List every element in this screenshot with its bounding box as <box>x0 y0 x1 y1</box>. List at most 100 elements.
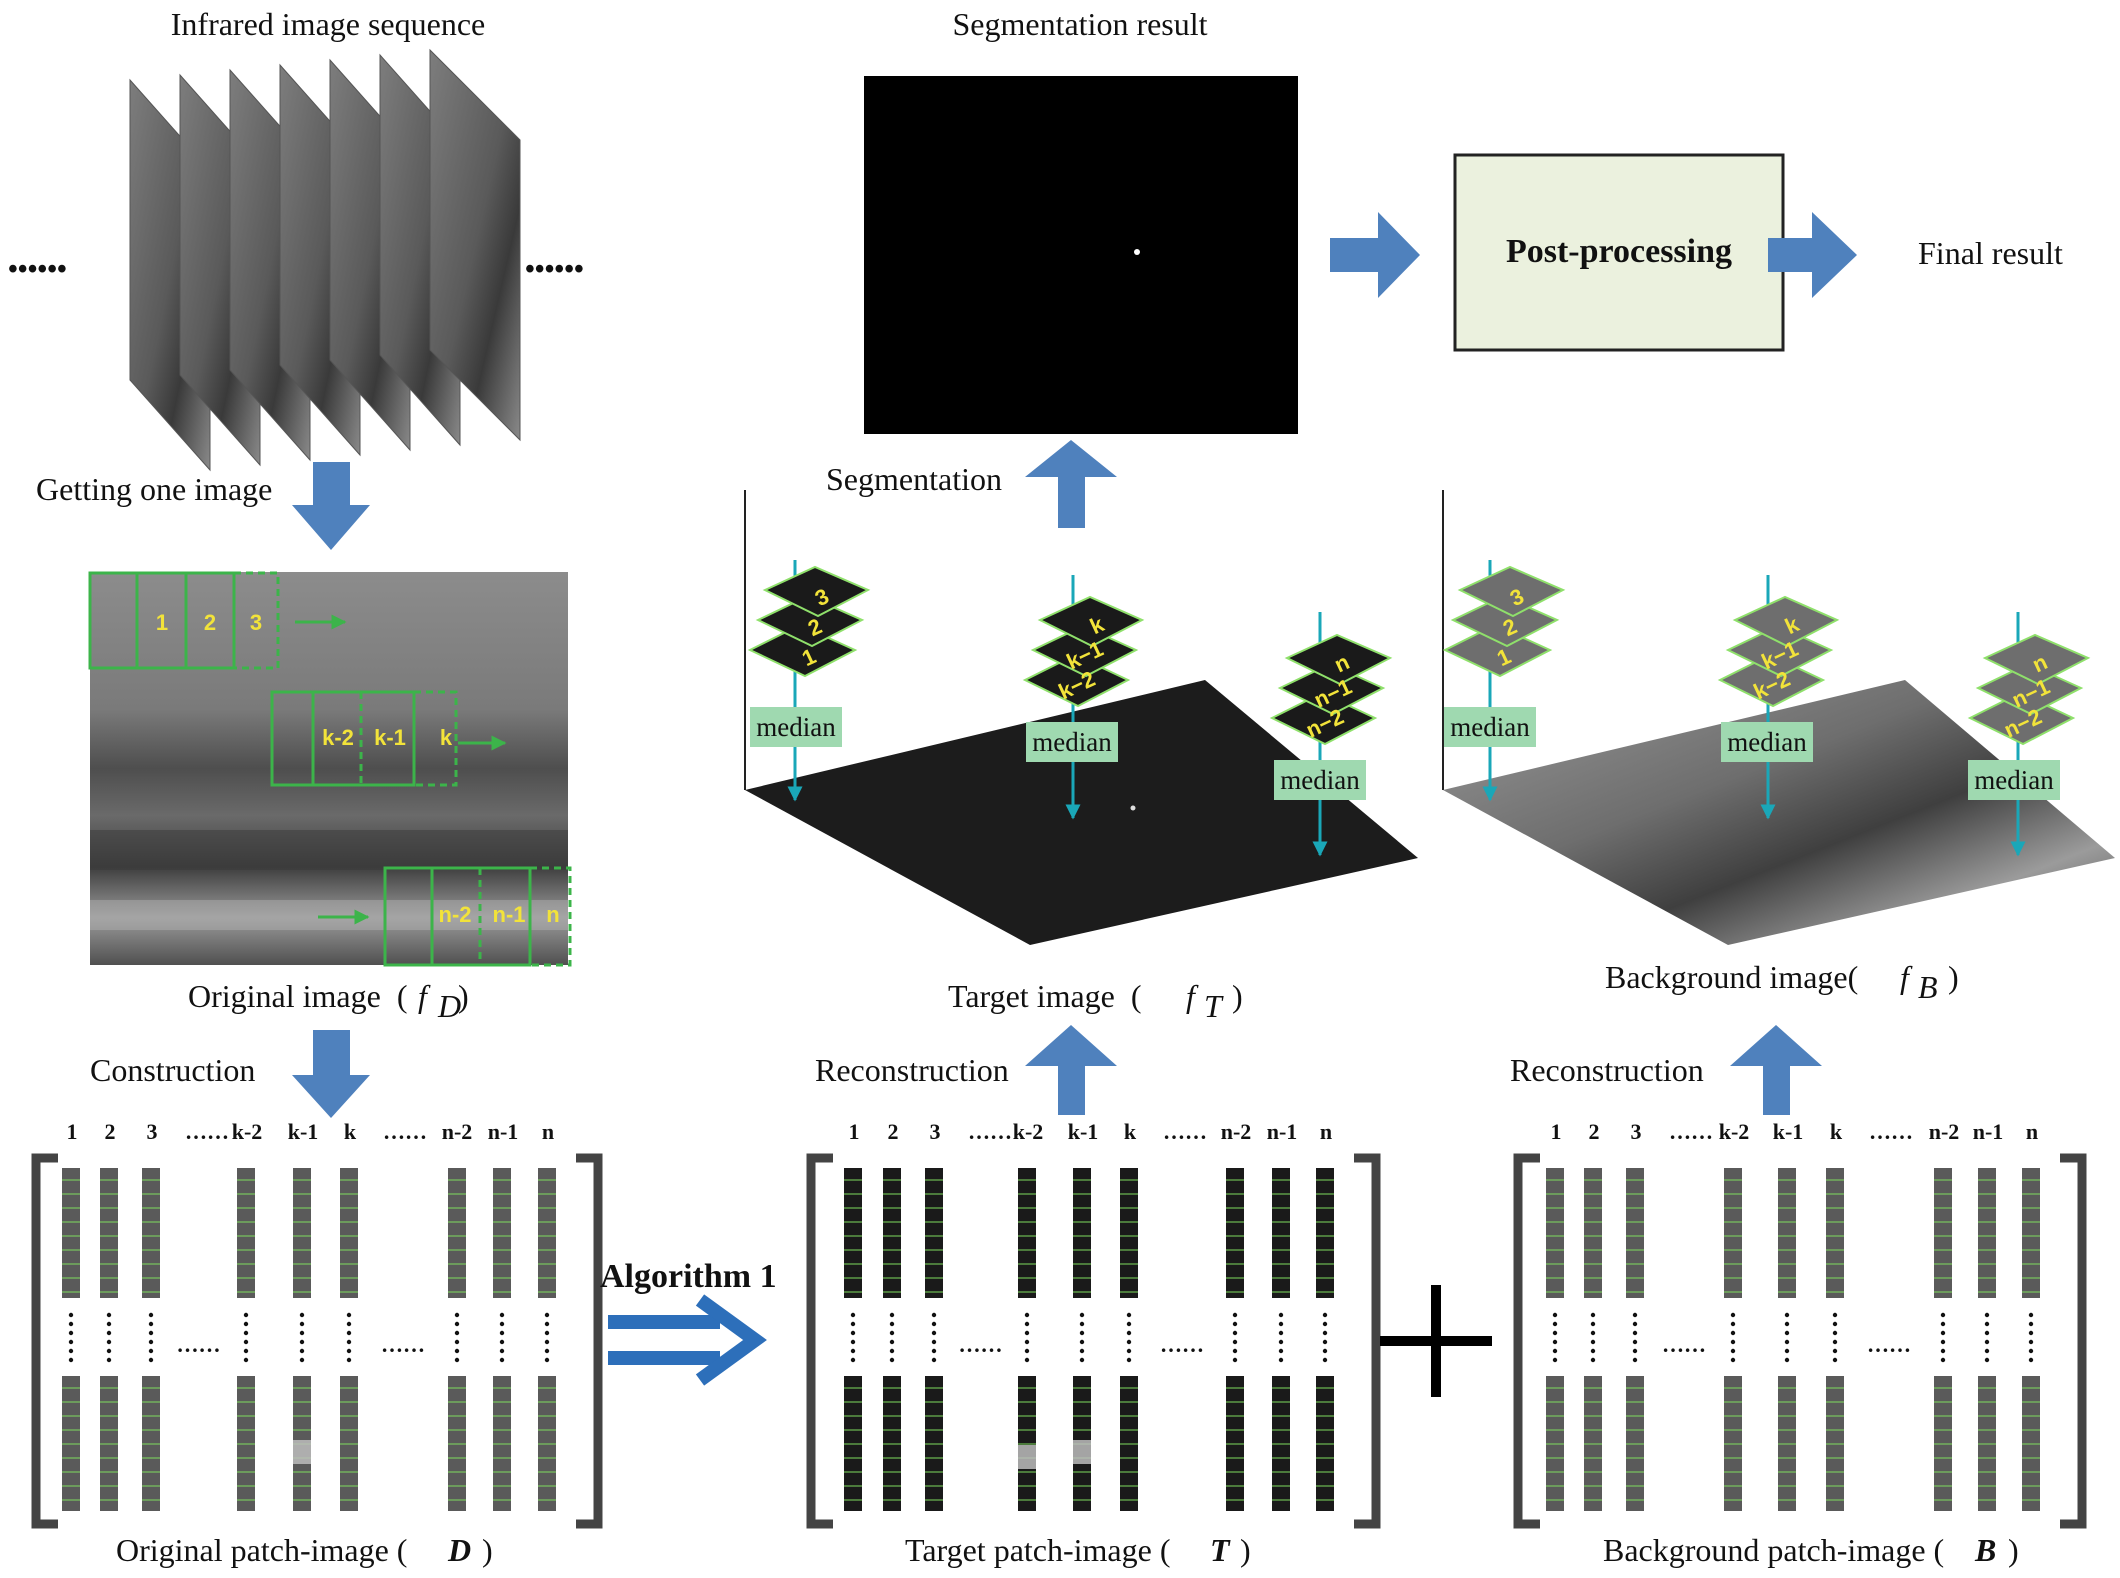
matrix-d-column-top <box>100 1168 118 1298</box>
matrix-d-col-header: k-1 <box>288 1119 319 1144</box>
matrix-t-col-header: k-2 <box>1013 1119 1044 1144</box>
svg-text:D: D <box>437 988 461 1024</box>
matrix-t-col-header: n-2 <box>1221 1119 1252 1144</box>
matrix-d-column-top <box>62 1168 80 1298</box>
matrix-d-col-header: …… <box>383 1119 427 1144</box>
getting-one-image-label: Getting one image <box>36 471 272 507</box>
segmentation-label: Segmentation <box>826 461 1002 497</box>
svg-text:Background patch-image (: Background patch-image ( <box>1603 1532 1944 1568</box>
background-stack-middle <box>1717 575 1840 820</box>
original-patch-caption: Original patch-image ( D ) <box>116 1532 493 1568</box>
image-sequence <box>129 48 521 472</box>
reconstruction-label-target: Reconstruction <box>815 1052 1009 1088</box>
down-arrow-construction <box>292 1030 370 1118</box>
matrix-b-ellipsis-2: …… <box>1867 1332 1911 1357</box>
matrix-t-column-top <box>925 1168 943 1298</box>
matrix-d-col-header: n-1 <box>488 1119 519 1144</box>
target-image-caption: Target image ( f T ) <box>948 978 1243 1024</box>
matrix-t-column-top <box>1272 1168 1290 1298</box>
matrix-d-ellipsis-2: …… <box>381 1332 425 1357</box>
matrix-b-col-header: …… <box>1669 1119 1713 1144</box>
matrix-t-column-top <box>844 1168 862 1298</box>
segmentation-result-title: Segmentation result <box>952 6 1207 42</box>
matrix-t-column-top <box>1226 1168 1244 1298</box>
matrix-d-col-header: k <box>344 1119 357 1144</box>
matrix-d-column-top <box>340 1168 358 1298</box>
target-stack-middle <box>1022 575 1145 820</box>
matrix-b-col-header: n-2 <box>1929 1119 1960 1144</box>
matrix-b-column-top <box>1978 1168 1996 1298</box>
svg-text:f: f <box>418 978 431 1014</box>
arrow-to-final <box>1768 212 1857 298</box>
detected-target-dot <box>1134 249 1140 255</box>
window-num-n-1: n-1 <box>493 902 526 927</box>
matrix-t-left-bracket <box>806 1153 833 1529</box>
svg-text:T: T <box>1204 988 1224 1024</box>
matrix-b-col-header: n-1 <box>1973 1119 2004 1144</box>
matrix-b-col-header: 1 <box>1551 1119 1562 1144</box>
svg-text:): ) <box>1232 978 1243 1014</box>
svg-text:D: D <box>447 1532 471 1568</box>
matrix-b-column-top <box>1626 1168 1644 1298</box>
matrix-d-column-top <box>493 1168 511 1298</box>
matrix-t-right-bracket <box>1354 1153 1381 1529</box>
svg-text:): ) <box>1240 1532 1251 1568</box>
up-arrow-reconstruction-background <box>1730 1025 1822 1115</box>
svg-text:f: f <box>1186 978 1199 1014</box>
window-num-k-1: k-1 <box>374 725 406 750</box>
bg-median-2 <box>1721 722 1813 762</box>
window-num-2: 2 <box>204 610 216 635</box>
svg-text:Background image(: Background image( <box>1605 959 1858 995</box>
matrix-d-col-header: …… <box>185 1119 229 1144</box>
target-patch-caption: Target patch-image ( T ) <box>905 1532 1251 1568</box>
matrix-d-col-header: 2 <box>105 1119 116 1144</box>
arrow-to-post-processing <box>1330 212 1420 298</box>
original-image <box>90 572 568 965</box>
svg-text:): ) <box>1948 959 1959 995</box>
matrix-b-col-header: n <box>2026 1119 2038 1144</box>
svg-text:): ) <box>2008 1532 2019 1568</box>
matrix-d-column-top <box>237 1168 255 1298</box>
matrix-b-col-header: 2 <box>1589 1119 1600 1144</box>
matrix-t-col-header: …… <box>968 1119 1012 1144</box>
window-num-k-2: k-2 <box>322 725 354 750</box>
window-row-top <box>88 571 280 670</box>
matrix-t-col-header: k <box>1124 1119 1137 1144</box>
up-arrow-reconstruction-target <box>1025 1025 1117 1115</box>
matrix-t-column-top <box>1316 1168 1334 1298</box>
matrix-b-col-header: …… <box>1869 1119 1913 1144</box>
matrix-b-column-top <box>1826 1168 1844 1298</box>
svg-text:Original patch-image (: Original patch-image ( <box>116 1532 407 1568</box>
window-row-bottom <box>383 866 572 967</box>
matrix-t-column-top <box>1018 1168 1036 1298</box>
post-processing-label: Post-processing <box>1506 233 1732 270</box>
target-median-3 <box>1274 760 1366 800</box>
svg-text:Original image (: Original image ( <box>188 978 407 1014</box>
matrix-t-col-header: k-1 <box>1068 1119 1099 1144</box>
matrix-b-col-header: 3 <box>1631 1119 1642 1144</box>
matrix-b-col-header: k-1 <box>1773 1119 1804 1144</box>
svg-text:): ) <box>458 978 469 1014</box>
target-median-label-2: median <box>1032 727 1112 757</box>
matrix-b-column-top <box>2022 1168 2040 1298</box>
target-stack-last <box>1269 612 1393 857</box>
matrix-b-column-top <box>1584 1168 1602 1298</box>
matrix-t-column-top <box>1120 1168 1138 1298</box>
matrix-d-col-header: n-2 <box>442 1119 473 1144</box>
matrix-d-col-header: 3 <box>147 1119 158 1144</box>
window-num-n: n <box>546 902 559 927</box>
target-plane <box>744 490 1418 945</box>
bg-median-label-3: median <box>1974 765 2054 795</box>
matrix-d-left-bracket <box>31 1153 58 1529</box>
post-processing-box <box>1453 153 1785 352</box>
algorithm-arrow <box>608 1294 767 1386</box>
background-image-caption: Background image( f B ) <box>1605 959 1959 1005</box>
matrix-t-col-header: …… <box>1163 1119 1207 1144</box>
matrix-d-col-header: 1 <box>67 1119 78 1144</box>
down-arrow-getting <box>292 462 370 550</box>
svg-text:Target patch-image (: Target patch-image ( <box>905 1532 1170 1568</box>
final-result-label: Final result <box>1918 235 2063 271</box>
matrix-b-column-top <box>1724 1168 1742 1298</box>
